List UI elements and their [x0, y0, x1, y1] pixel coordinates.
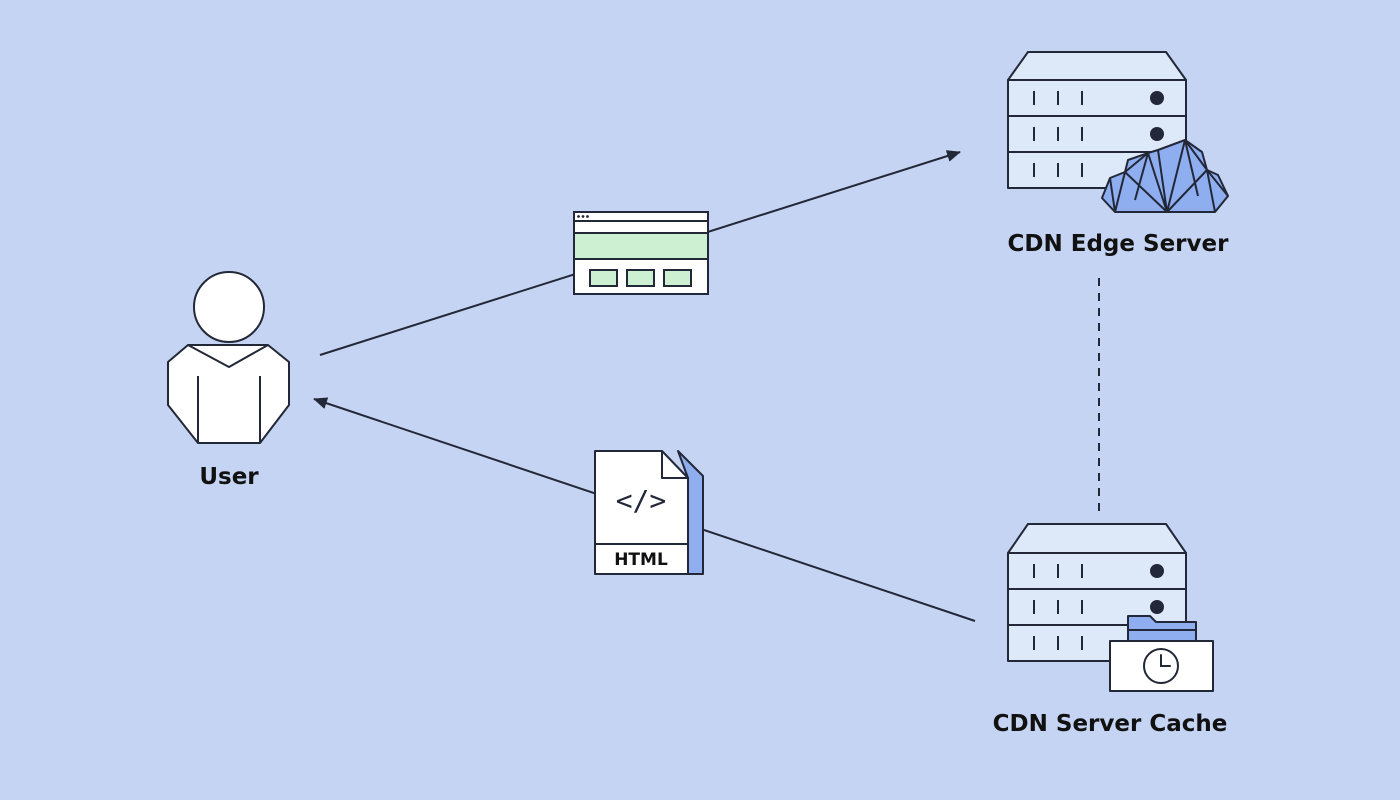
cloud-icon [1101, 139, 1229, 213]
server-cache-label: CDN Server Cache [993, 711, 1228, 737]
html-file-icon [594, 450, 704, 575]
edge-server-label: CDN Edge Server [1008, 231, 1230, 257]
user-icon [167, 271, 290, 444]
browser-dots-icon [577, 215, 589, 218]
user-label: User [199, 464, 259, 490]
clock-icon [1143, 648, 1179, 684]
webpage-icon [573, 211, 709, 295]
html-file-label: HTML [614, 550, 668, 570]
code-glyph: </> [616, 484, 667, 517]
